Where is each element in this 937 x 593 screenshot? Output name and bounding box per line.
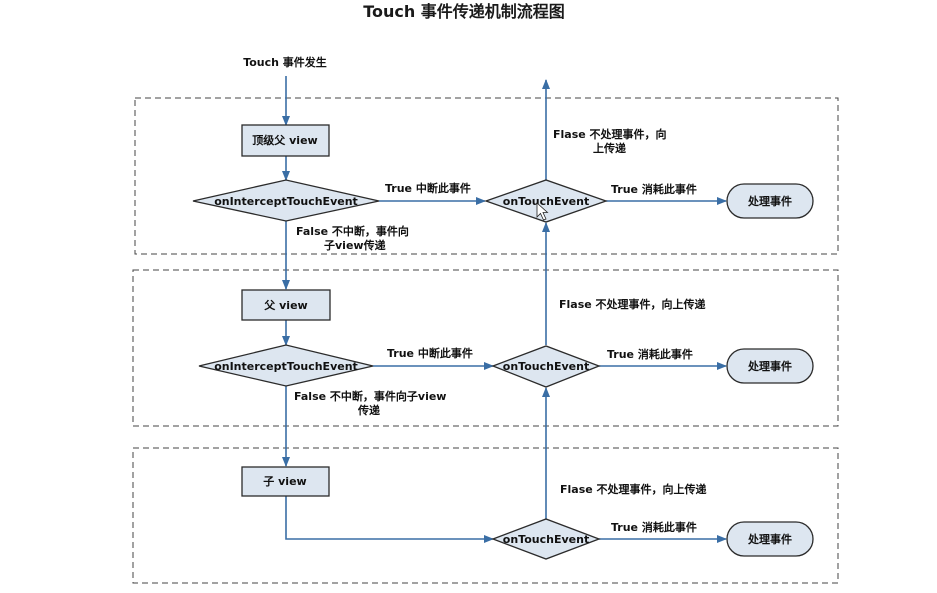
parent-handle-terminal — [726, 348, 814, 384]
diagram-title: Touch 事件传递机制流程图 — [363, 2, 565, 21]
child-touch-label: onTouchEvent — [503, 533, 589, 546]
group-parent-container — [132, 269, 839, 427]
top-parent-view-box — [241, 124, 330, 157]
top-touch-true-label: True 消耗此事件 — [611, 182, 697, 196]
parent-intercept-false-label-2: 传递 — [357, 403, 380, 417]
child-view-box — [241, 466, 330, 497]
top-intercept-diamond — [192, 179, 380, 222]
top-touch-false-label-2: 上传递 — [593, 141, 626, 155]
top-handle-label: 处理事件 — [747, 194, 792, 208]
top-intercept-false-label-2: 子view传递 — [324, 238, 386, 252]
parent-intercept-diamond — [198, 344, 374, 387]
group-child-container — [132, 447, 839, 584]
parent-touch-false-label: Flase 不处理事件，向上传递 — [559, 297, 706, 311]
parent-touch-true-label: True 消耗此事件 — [607, 347, 693, 361]
top-handle-terminal — [726, 183, 814, 219]
parent-touch-label: onTouchEvent — [503, 360, 589, 373]
top-intercept-false-label-1: False 不中断，事件向 — [296, 224, 409, 238]
mouse-cursor-icon — [536, 202, 549, 221]
group-top-parent-container — [134, 97, 839, 255]
start-label: Touch 事件发生 — [243, 55, 327, 69]
top-touch-false-label-1: Flase 不处理事件，向 — [553, 127, 667, 141]
child-touch-true-label: True 消耗此事件 — [611, 520, 697, 534]
child-handle-terminal — [726, 521, 814, 557]
parent-intercept-label: onInterceptTouchEvent — [214, 360, 358, 373]
top-intercept-label: onInterceptTouchEvent — [214, 195, 358, 208]
top-parent-view-label: 顶级父 view — [252, 133, 317, 147]
arrow-child-view-to-touch — [285, 496, 494, 543]
parent-view-box — [241, 289, 331, 321]
top-intercept-true-label: True 中断此事件 — [385, 181, 471, 195]
parent-touch-diamond — [491, 345, 601, 388]
child-touch-diamond — [491, 518, 601, 560]
child-handle-label: 处理事件 — [747, 532, 792, 546]
parent-handle-label: 处理事件 — [747, 359, 792, 373]
top-touch-label: onTouchEvent — [503, 195, 589, 208]
child-touch-false-label: Flase 不处理事件，向上传递 — [560, 482, 707, 496]
top-touch-diamond — [484, 179, 608, 223]
parent-intercept-true-label: True 中断此事件 — [387, 346, 473, 360]
parent-view-label: 父 view — [263, 299, 307, 312]
parent-intercept-false-label-1: False 不中断，事件向子view — [294, 389, 446, 403]
child-view-label: 子 view — [263, 475, 306, 488]
